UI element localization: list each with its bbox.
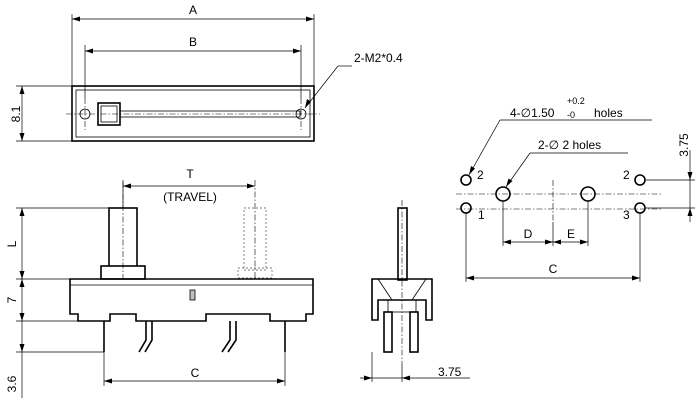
- pcb-holes-tol-minus: -0: [567, 110, 575, 120]
- dim-c-label: C: [191, 366, 200, 380]
- dim-a-label: A: [189, 3, 197, 17]
- end-view-body: [371, 278, 433, 321]
- pcb-d-arrow-left: [503, 239, 511, 245]
- pcb-e-arrow-right: [580, 239, 588, 245]
- pcb-pin-3-label: 3: [623, 208, 630, 222]
- side-view-window: [189, 289, 196, 301]
- pcb-pin-2-right-label: 2: [623, 168, 630, 182]
- pcb-holes-note: 4-∅1.50: [510, 106, 555, 120]
- dim-t-arrow-left: [123, 183, 131, 189]
- pcb-big-holes-note: 2-∅ 2 holes: [538, 138, 601, 152]
- pcb-pin-1-label: 1: [478, 208, 485, 222]
- screw-note-arrow: [305, 99, 311, 108]
- dim-c-arrow-right: [277, 378, 285, 384]
- pcb-holes-suffix: holes: [594, 106, 623, 120]
- pcb-3-75-arrow-bottom: [687, 208, 693, 216]
- pcb-big-holes-arrow: [506, 178, 513, 187]
- pcb-layout: 2 1 2 3 4-∅1.50 +0.2 -0 holes 2-∅ 2 hole…: [456, 96, 695, 282]
- end-view: 3.75: [360, 200, 470, 382]
- end-dim-arrow-right: [402, 375, 410, 381]
- dim-8-1-arrow-bottom: [19, 133, 25, 141]
- dim-8-1-arrow-top: [19, 86, 25, 94]
- end-view-pin-right: [409, 311, 419, 353]
- pcb-3-75-label: 3.75: [677, 133, 691, 157]
- pcb-holes-leader: [468, 119, 501, 176]
- pcb-hole-pin-3: [634, 202, 646, 214]
- pcb-pin-2-left-label: 2: [477, 168, 484, 182]
- terminal-1: [138, 321, 147, 353]
- dim-7-label: 7: [5, 296, 19, 303]
- screw-note-label: 2-M2*0.4: [354, 51, 403, 65]
- side-view-body: [69, 278, 314, 322]
- pcb-e-label: E: [567, 227, 575, 241]
- dim-l-label: L: [5, 240, 19, 247]
- top-view-inner-rim: [75, 89, 311, 138]
- dim-l-arrow-top: [19, 208, 25, 216]
- end-view-base: [387, 299, 417, 313]
- dim-a-arrow-right: [306, 16, 314, 22]
- terminal-2b: [227, 321, 237, 353]
- pcb-d-label: D: [524, 227, 533, 241]
- dim-t-word: (TRAVEL): [163, 190, 217, 204]
- dim-l-arrow-bottom: [19, 271, 25, 279]
- dim-c-arrow-left: [104, 378, 112, 384]
- dim-b-arrow-left: [85, 48, 93, 54]
- pcb-c-arrow-left: [466, 275, 474, 281]
- pcb-e-arrow-left: [553, 239, 561, 245]
- pcb-c-label: C: [549, 262, 558, 276]
- top-view-outline: [71, 85, 315, 142]
- end-view-body-bevel: [377, 278, 427, 301]
- dim-t-letter: T: [186, 167, 194, 181]
- dim-7-arrow-bottom: [19, 313, 25, 321]
- pcb-c-arrow-right: [632, 275, 640, 281]
- pcb-hole-pin-2-right: [634, 174, 646, 186]
- dim-3-6-arrow: [19, 344, 25, 352]
- side-view: T (TRAVEL) L 7 3.6 C: [5, 167, 314, 398]
- dim-t-arrow-right: [247, 183, 255, 189]
- terminal-2: [221, 321, 231, 353]
- dim-b-label: B: [189, 35, 197, 49]
- pcb-holes-value: 1.50: [531, 106, 555, 120]
- dim-a-arrow-left: [72, 16, 80, 22]
- end-view-lever: [397, 207, 408, 281]
- terminal-1b: [144, 321, 153, 353]
- end-view-pin-left: [383, 311, 393, 353]
- pcb-holes-prefix: 4-∅: [510, 106, 531, 120]
- dim-7-arrow-top: [19, 279, 25, 287]
- dim-b-arrow-right: [293, 48, 301, 54]
- screw-note-leader: [304, 65, 339, 109]
- dim-3-6-label: 3.6: [5, 375, 19, 392]
- ghost-knob: [243, 207, 267, 271]
- end-dim-arrow-left: [364, 375, 372, 381]
- pcb-3-75-arrow-top: [687, 172, 693, 180]
- pcb-holes-arrow: [469, 166, 475, 175]
- top-view: A B 8.1 2-M2*0.4: [9, 3, 403, 142]
- end-dim-label: 3.75: [438, 365, 462, 379]
- pcb-d-arrow-right: [545, 239, 553, 245]
- dim-8-1-label: 8.1: [9, 105, 23, 122]
- pcb-hole-pin-1: [460, 202, 472, 214]
- pcb-holes-tol-plus: +0.2: [567, 96, 585, 106]
- pcb-hole-pin-2-left: [460, 174, 472, 186]
